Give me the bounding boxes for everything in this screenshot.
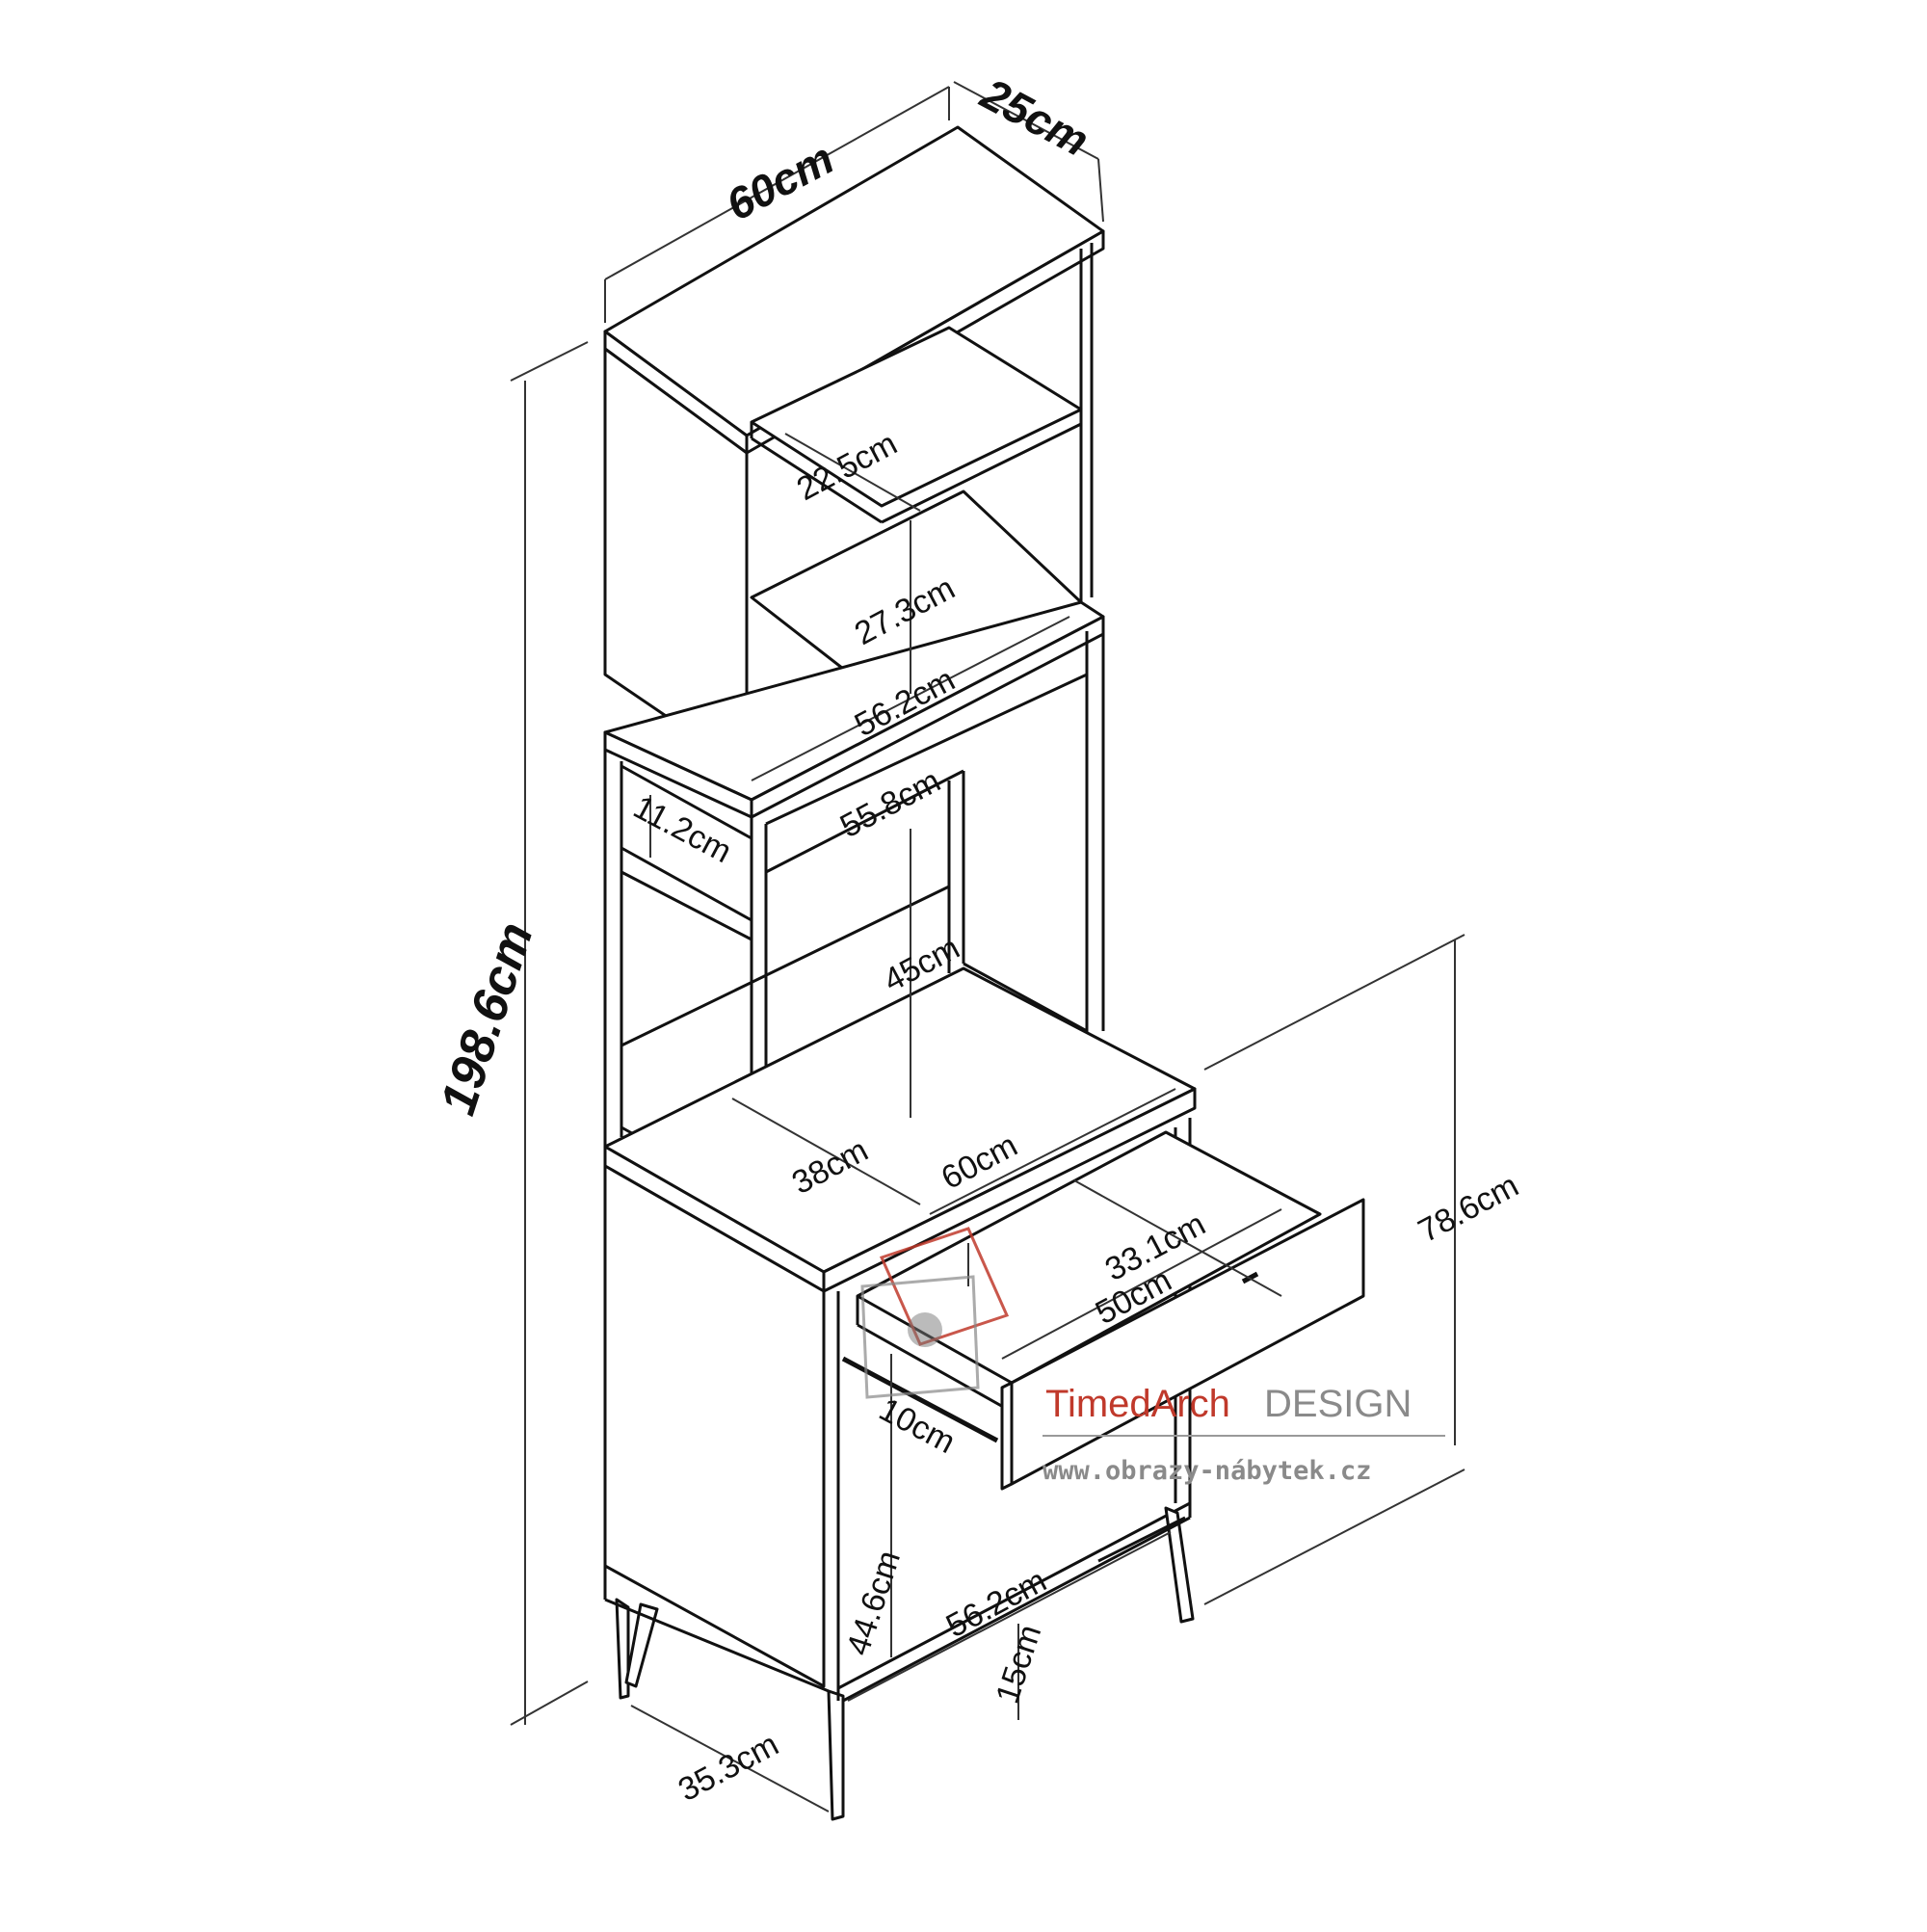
cabinet-outline [603, 125, 1365, 1821]
watermark-brand-part1: TimedArch [1045, 1383, 1230, 1425]
watermark-logo-icon [860, 1227, 1010, 1399]
dim-leg-height: 15cm [989, 1621, 1048, 1708]
dimension-lines [510, 81, 1465, 1813]
dimension-labels: 60cm 25cm 198.6cm 22.5cm 27.3cm 56.2cm 5… [430, 67, 1524, 1809]
watermark: TimedArch DESIGN www.obrazy-nábytek.cz [860, 1227, 1445, 1486]
watermark-url: www.obrazy-nábytek.cz [1043, 1456, 1371, 1486]
dim-total-height: 198.6cm [430, 916, 544, 1122]
dim-niche-width: 55.8cm [834, 762, 946, 845]
watermark-brand-part2: DESIGN [1264, 1383, 1412, 1425]
dim-door-height: 44.6cm [839, 1547, 908, 1660]
dim-base-height: 78.6cm [1412, 1167, 1524, 1250]
dim-base-depth: 35.3cm [673, 1726, 784, 1809]
dim-drawer-height: 10cm [873, 1391, 961, 1462]
